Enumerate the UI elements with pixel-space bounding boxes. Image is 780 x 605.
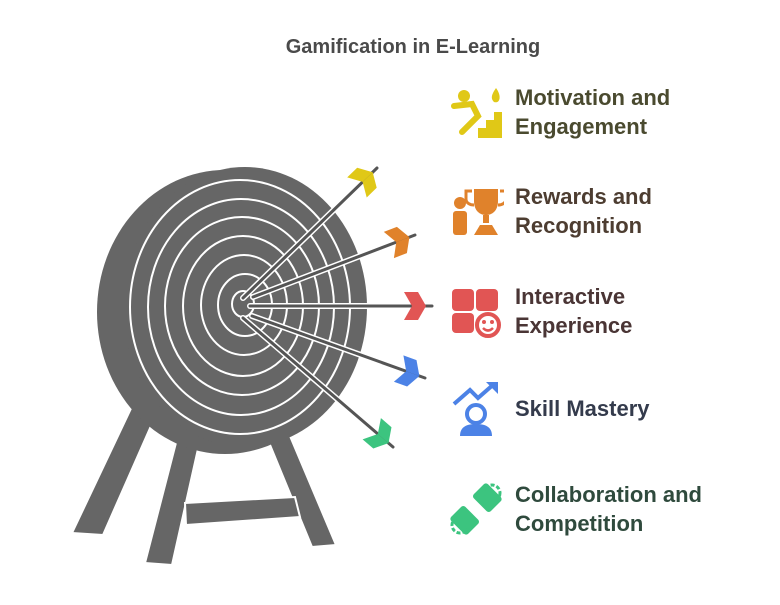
arrow-2 (250, 226, 418, 300)
arrow-fletching (383, 226, 410, 243)
arrow-fletching (404, 292, 426, 306)
item-label-line2: Engagement (515, 114, 648, 139)
item-label-line2: Recognition (515, 213, 643, 238)
item-label-line1: Rewards and (515, 184, 652, 209)
arrow-fletching (362, 434, 389, 449)
item-label-line2: Experience (515, 313, 633, 338)
arrow-shaft (251, 233, 417, 299)
trophy-person-icon (453, 189, 504, 235)
puzzle-smile-icon (452, 289, 501, 338)
gears-collaboration-icon (450, 483, 502, 535)
arrow-shaft (250, 314, 427, 380)
arrow-fletching (403, 355, 420, 376)
stairs-runner-icon (451, 88, 502, 138)
item-label-line1: Collaboration and (515, 482, 702, 507)
arrow-fletching (393, 371, 420, 387)
item-growth-person: Skill Mastery (448, 380, 735, 436)
item-label: Skill Mastery (515, 394, 735, 423)
target-leg-right (266, 434, 338, 549)
growth-person-icon (452, 382, 498, 436)
diagram-title: Gamification in E-Learning (285, 36, 541, 58)
arrow-fletching (362, 172, 377, 198)
arrow-fletching (347, 167, 373, 182)
item-label-line1: Skill Mastery (515, 395, 650, 421)
arrow-shaft (241, 316, 395, 449)
arrow-4 (249, 313, 428, 387)
item-label-line1: Interactive (515, 284, 626, 309)
item-label-line2: Competition (515, 511, 644, 536)
arrow-fletching (393, 237, 410, 259)
arrow-1 (240, 165, 380, 301)
arrow-shaft (241, 166, 379, 300)
arrow-5 (240, 315, 396, 450)
arrow-fletching (377, 418, 392, 444)
arrow-fletching (404, 306, 426, 320)
item-label-line1: Motivation and (515, 85, 671, 110)
target-crossbar (183, 495, 302, 527)
arrow-3 (247, 292, 435, 320)
target-leg-middle (143, 433, 202, 567)
